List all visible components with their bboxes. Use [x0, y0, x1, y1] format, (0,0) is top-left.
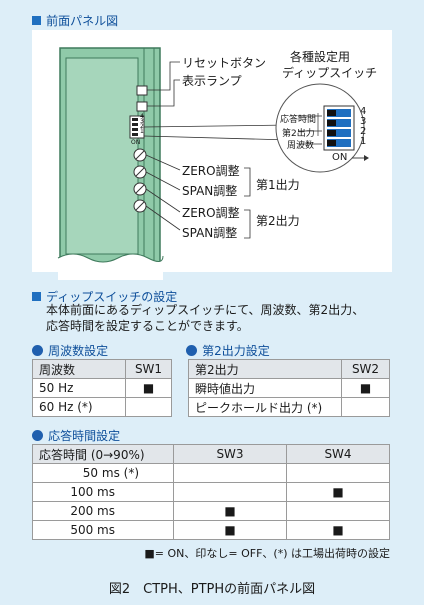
table-cell: ■ [173, 520, 287, 540]
dip-number: 2 [360, 126, 367, 137]
table-cell: ■ [125, 378, 172, 398]
table-cell [286, 463, 390, 483]
device-face [65, 57, 139, 255]
callout-display-lamp: 表示ランプ [182, 74, 242, 88]
table-cell [341, 397, 390, 417]
section-marker-icon [32, 16, 41, 25]
freq-title: 周波数設定 [48, 344, 109, 358]
table-row: 瞬時値出力 ■ [188, 378, 390, 398]
table-cell [173, 482, 287, 502]
dip-label-output2: 第2出力 [282, 129, 315, 139]
lamp-icon [136, 101, 148, 112]
table-cell: ピークホールド出力 (*) [188, 397, 342, 417]
callout-dip-title-2: ディップスイッチ [282, 66, 378, 80]
table-header-row: 周波数 SW1 [32, 359, 172, 379]
dip-label-frequency: 周波数 [287, 141, 315, 151]
dip-on-label: ON [332, 152, 348, 163]
dip-label-response: 応答時間 [280, 115, 317, 125]
table-cell: ■ [173, 501, 287, 521]
out2-title: 第2出力設定 [202, 344, 270, 358]
table-header-cell: 応答時間 (0→90%) [32, 444, 174, 464]
section-front-panel-heading: 前面パネル図 [32, 10, 118, 29]
description-line: 本体前面にあるディップスイッチにて、周波数、第2出力、 [46, 303, 365, 317]
callout-span-2: SPAN調整 [182, 226, 238, 240]
resp-table: 応答時間 (0→90%) SW3 SW4 50 ms (*) 100 ms ■ … [32, 444, 390, 540]
small-dip-on-label: ON [131, 139, 141, 146]
dip-numbers: 4 3 2 1 [360, 107, 366, 147]
pots [133, 148, 147, 213]
small-dip-numbers: 4 3 2 1 [131, 113, 144, 135]
table-cell: 50 Hz [32, 378, 126, 398]
callout-output-2: 第2出力 [256, 214, 300, 228]
device-drawing [57, 47, 369, 280]
table-row: 50 ms (*) [32, 463, 390, 483]
small-dip-number: 4 [140, 113, 144, 120]
section-dip-heading: ディップスイッチの設定 [32, 286, 177, 305]
table-row: 100 ms ■ [32, 482, 390, 502]
table-cell: 100 ms [32, 482, 174, 502]
dip-number: 1 [360, 136, 367, 147]
table-cell: 200 ms [32, 501, 174, 521]
table-header-cell: 第2出力 [188, 359, 342, 379]
table-header-row: 応答時間 (0→90%) SW3 SW4 [32, 444, 390, 464]
table-row: 60 Hz (*) [32, 397, 172, 417]
resp-title: 応答時間設定 [48, 429, 121, 443]
callout-zero-2: ZERO調整 [182, 206, 240, 220]
table-cell: 500 ms [32, 520, 174, 540]
table-cell: ■ [286, 482, 390, 502]
reset-button-icon [136, 85, 148, 96]
description-line: 応答時間を設定することができます。 [46, 319, 249, 333]
callout-span-1: SPAN調整 [182, 184, 238, 198]
bullet-icon [32, 345, 43, 356]
small-dip-number: 1 [140, 128, 144, 135]
figure-caption: 図2 CTPH、PTPHの前面パネル図 [108, 582, 316, 597]
table-row: 50 Hz ■ [32, 378, 172, 398]
table-cell [125, 397, 172, 417]
table-row: 200 ms ■ [32, 501, 390, 521]
table-cell: ■ [286, 520, 390, 540]
freq-table: 周波数 SW1 50 Hz ■ 60 Hz (*) [32, 359, 172, 417]
callout-zero-1: ZERO調整 [182, 164, 240, 178]
table-header-cell: SW4 [286, 444, 390, 464]
out2-heading: 第2出力設定 [186, 340, 270, 359]
section-dip-title: ディップスイッチの設定 [46, 290, 178, 304]
table-cell [286, 501, 390, 521]
table-cell: 60 Hz (*) [32, 397, 126, 417]
bullet-icon [186, 345, 197, 356]
table-header-row: 第2出力 SW2 [188, 359, 390, 379]
out2-table: 第2出力 SW2 瞬時値出力 ■ ピークホールド出力 (*) [188, 359, 390, 417]
table-cell: 瞬時値出力 [188, 378, 342, 398]
table-cell: ■ [341, 378, 390, 398]
table-header-cell: SW2 [341, 359, 390, 379]
table-row: 500 ms ■ ■ [32, 520, 390, 540]
dip-number: 4 [360, 106, 367, 117]
callout-reset-button: リセットボタン [182, 56, 267, 70]
table-cell: 50 ms (*) [32, 463, 174, 483]
table-header-cell: 周波数 [32, 359, 126, 379]
table-cell [173, 463, 287, 483]
table-header-cell: SW3 [173, 444, 287, 464]
resp-heading: 応答時間設定 [32, 425, 120, 444]
small-dip-number: 2 [140, 123, 144, 130]
freq-heading: 周波数設定 [32, 340, 108, 359]
section-dip-description: 本体前面にあるディップスイッチにて、周波数、第2出力、 応答時間を設定することが… [46, 302, 364, 334]
section-front-panel-title: 前面パネル図 [46, 14, 119, 28]
bullet-icon [32, 430, 43, 441]
table-row: ピークホールド出力 (*) [188, 397, 390, 417]
callout-output-1: 第1出力 [256, 178, 300, 192]
table-header-cell: SW1 [125, 359, 172, 379]
dip-number: 3 [360, 116, 367, 127]
callout-dip-title-1: 各種設定用 [290, 50, 351, 64]
section-marker-icon [32, 292, 41, 301]
legend-note: ■= ON、印なし= OFF、(*) は工場出荷時の設定 [144, 547, 390, 560]
small-dip-number: 3 [140, 118, 144, 125]
